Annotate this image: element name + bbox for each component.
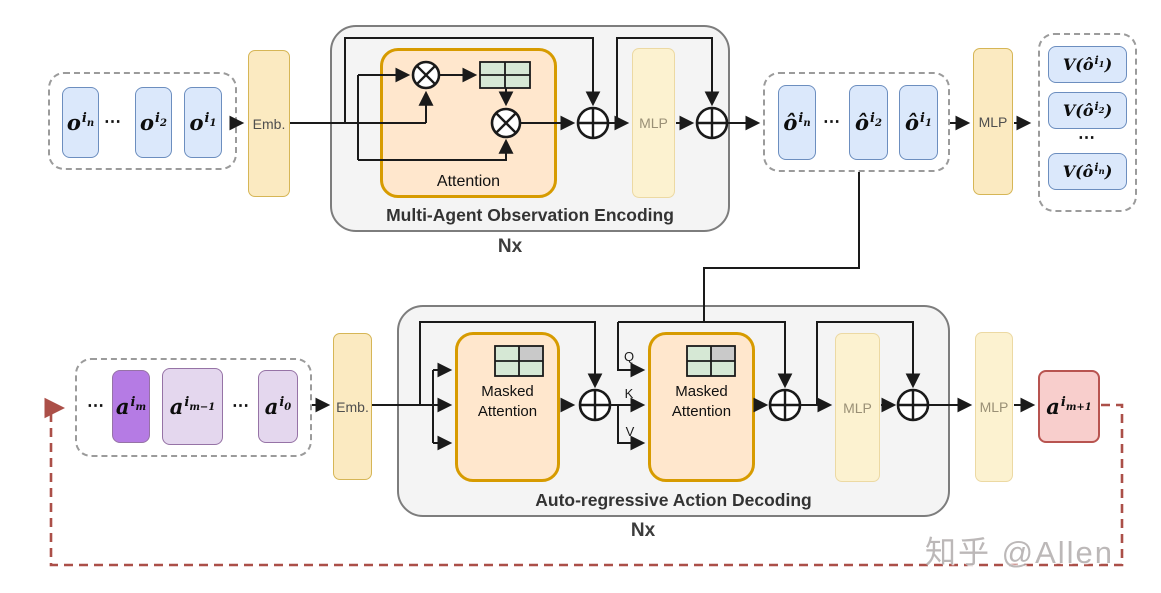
ellipsis: ⋯ <box>104 112 121 132</box>
value-label: V <box>625 424 635 439</box>
encoder-embedding-label: Emb. <box>252 115 286 132</box>
masked-attention-label-1: Masked Attention <box>477 383 538 420</box>
ellipsis: ⋯ <box>823 112 840 132</box>
ellipsis: ⋯ <box>1078 128 1095 148</box>
encoded-tokens-group <box>763 72 950 172</box>
ellipsis: ⋯ <box>87 396 104 416</box>
decoder-embedding-box: Emb. <box>333 333 372 480</box>
value-mlp-label: MLP <box>978 113 1008 130</box>
decoder-title: Auto-regressive Action Decoding <box>535 490 812 510</box>
watermark: 知乎 @Allen <box>925 535 1115 570</box>
masked-attention-label-2: Masked Attention <box>671 383 732 420</box>
key-label: K <box>624 386 634 401</box>
value-outputs-group <box>1038 33 1137 212</box>
query-label: Q <box>623 349 635 364</box>
encoder-title: Multi-Agent Observation Encoding <box>386 205 674 225</box>
output-mlp-box: MLP <box>975 332 1013 482</box>
encoder-mlp-box: MLP <box>632 48 675 198</box>
ellipsis: ⋯ <box>232 396 249 416</box>
attention-label: Attention <box>436 173 501 190</box>
output-mlp-label: MLP <box>979 399 1009 415</box>
encoder-repeat-label: Nx <box>497 236 523 257</box>
decoder-mlp-label: MLP <box>843 399 872 416</box>
value-mlp-box: MLP <box>973 48 1013 195</box>
decoder-repeat-label: Nx <box>630 520 656 541</box>
decoder-embedding-label: Emb. <box>336 398 369 415</box>
encoder-mlp-label: MLP <box>639 115 668 131</box>
decoder-mlp-box: MLP <box>835 333 880 482</box>
encoder-embedding-box: Emb. <box>248 50 290 197</box>
